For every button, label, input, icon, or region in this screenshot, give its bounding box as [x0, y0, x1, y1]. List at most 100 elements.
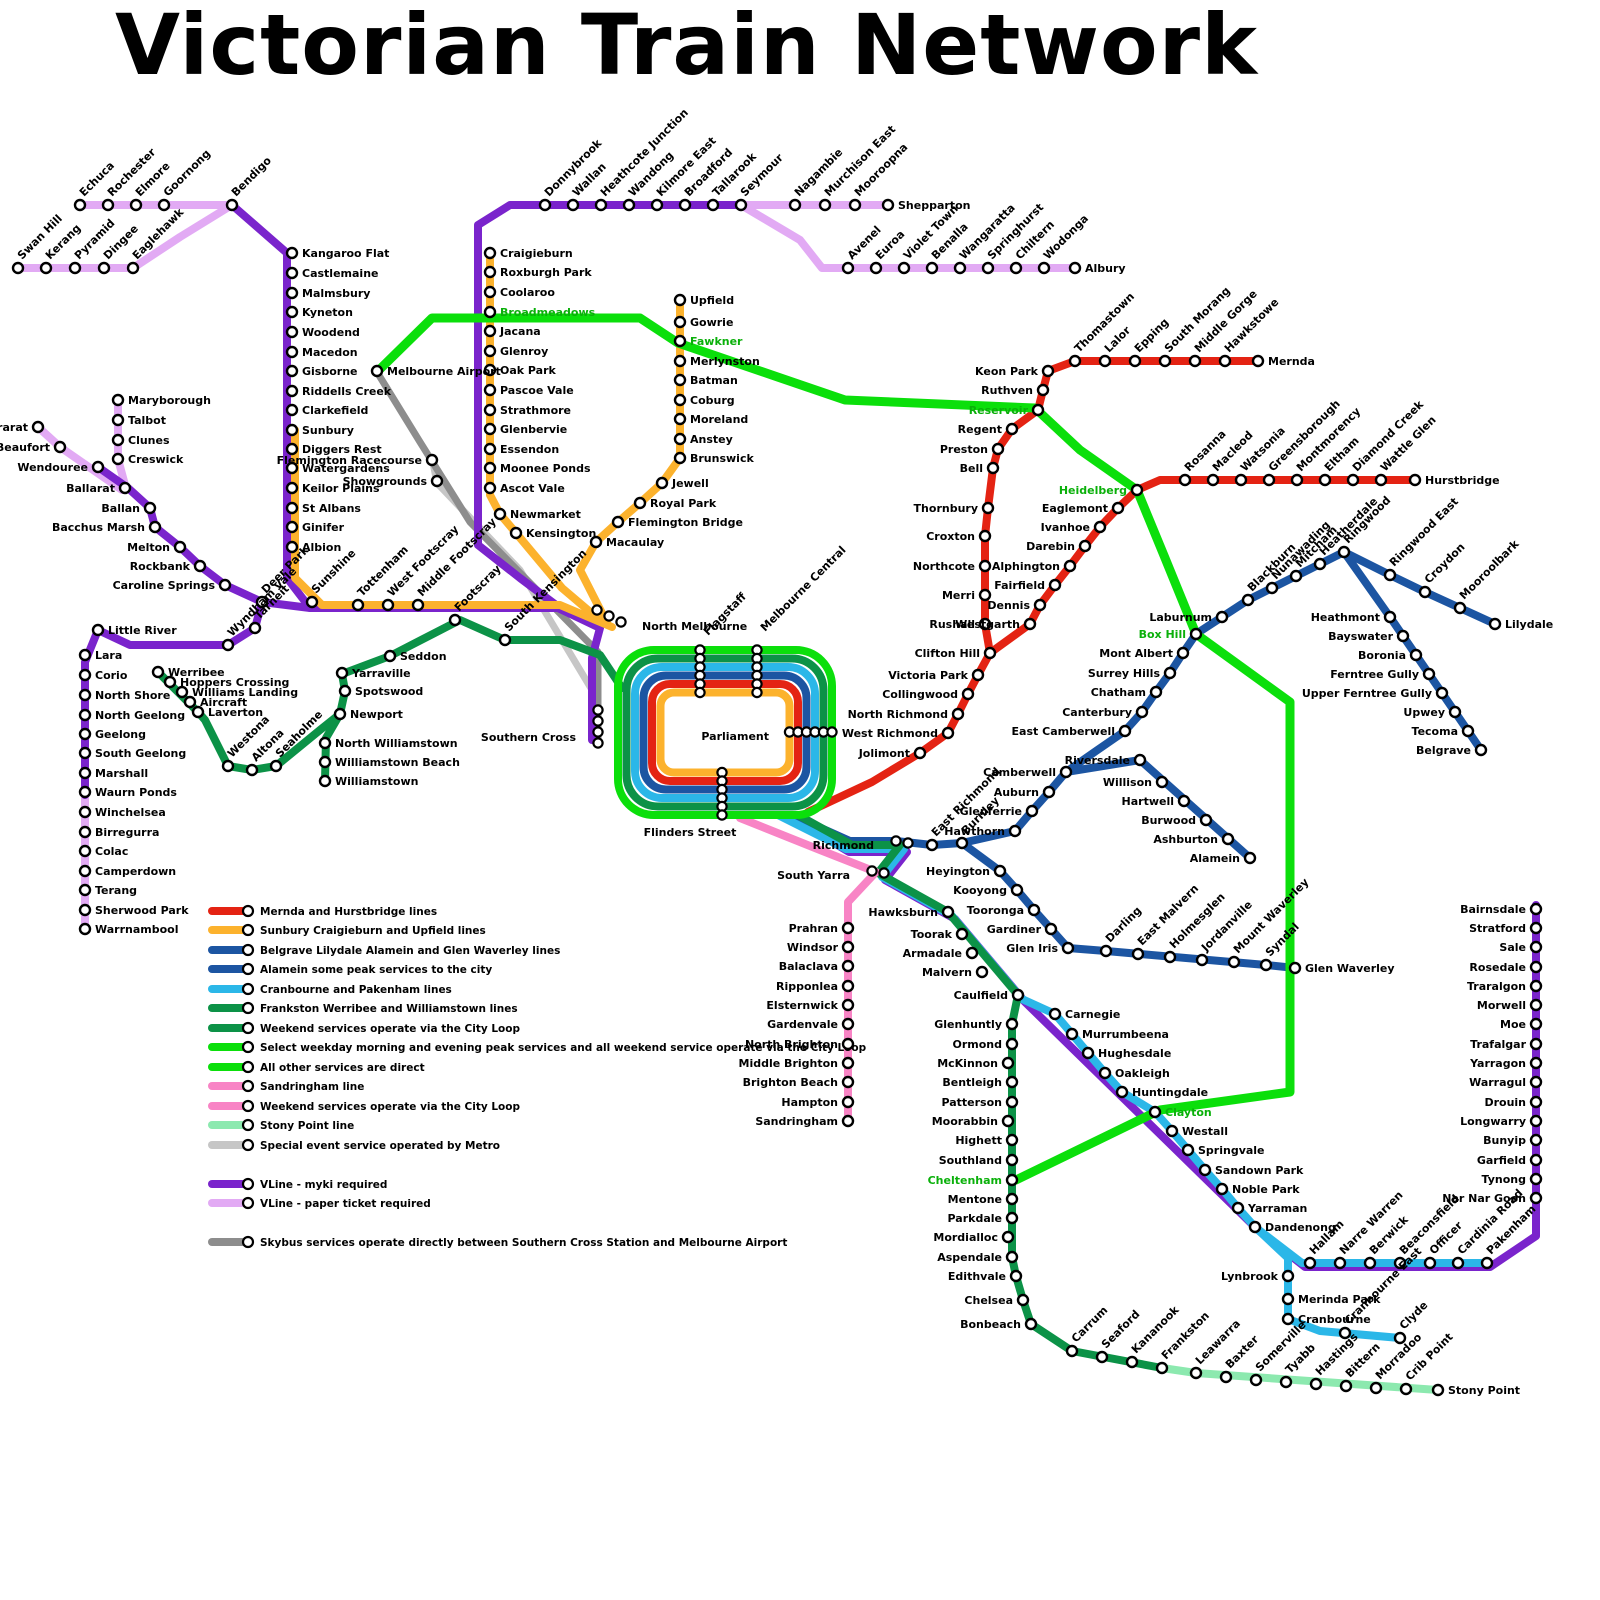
station-dot: [1451, 1256, 1465, 1270]
station-dot: [1037, 261, 1051, 275]
station-dot: [78, 648, 92, 662]
station-label: Merinda Park: [1298, 1293, 1381, 1306]
station-label: Flemington Racecourse: [277, 454, 422, 467]
station-label: Glenbervie: [500, 423, 567, 436]
station-dot: [673, 451, 687, 465]
station-dot: [978, 617, 992, 631]
station-dot: [1177, 794, 1191, 808]
station-dot: [493, 507, 507, 521]
station-dot: [1418, 585, 1432, 599]
legend-label: Stony Point line: [260, 1120, 354, 1132]
station-dot: [118, 481, 132, 495]
legend-station-icon: [241, 904, 255, 918]
station-dot: [1005, 1250, 1019, 1264]
station-dot: [78, 785, 92, 799]
station-dot: [483, 285, 497, 299]
legend-label: Select weekday morning and evening peak …: [260, 1042, 867, 1054]
station-label: Keon Park: [975, 365, 1039, 378]
station-label: Jolimont: [858, 747, 910, 760]
station-dot: [673, 373, 687, 387]
legend-label: VLine - paper ticket required: [260, 1198, 431, 1210]
station-label: North Melbourne: [642, 620, 747, 633]
station-label: Clyde: [1397, 1299, 1430, 1332]
legend-label: Sunbury Craigieburn and Upfield lines: [260, 925, 486, 937]
station-dot: [1288, 961, 1302, 975]
station-dot: [157, 198, 171, 212]
station-dot: [97, 261, 111, 275]
station-label: Burwood: [1141, 814, 1196, 827]
station-dot: [1393, 1331, 1407, 1345]
station-dot: [78, 883, 92, 897]
station-label: North Williamstown: [335, 737, 458, 750]
station-label: Brunswick: [690, 452, 754, 465]
station-label: Longwarry: [1460, 1115, 1526, 1128]
station-dot: [1281, 1269, 1295, 1283]
station-label: Kangaroo Flat: [302, 247, 389, 260]
station-dot: [285, 520, 299, 534]
station-dot: [1435, 686, 1449, 700]
station-dot: [1093, 520, 1107, 534]
station-label: Maryborough: [128, 394, 211, 407]
station-dot: [951, 707, 965, 721]
station-label: Cheltenham: [928, 1174, 1002, 1187]
station-label: Upper Ferntree Gully: [1302, 687, 1432, 700]
station-dot: [1063, 559, 1077, 573]
station-dot: [1008, 824, 1022, 838]
station-label: Shepparton: [898, 199, 970, 212]
station-label: Armadale: [903, 947, 962, 960]
station-dot: [1133, 753, 1147, 767]
station-dot: [1195, 953, 1209, 967]
station-dot: [1251, 354, 1265, 368]
station-label: Upfield: [690, 294, 734, 307]
legend-station-icon: [241, 1099, 255, 1113]
station-dot: [269, 759, 283, 773]
station-dot: [673, 393, 687, 407]
rail-line: [34, 423, 126, 494]
station-label: Clarkefield: [302, 404, 368, 417]
legend-station-icon: [241, 1040, 255, 1054]
station-dot: [1158, 354, 1172, 368]
station-label: Bacchus Marsh: [52, 521, 145, 534]
station-label: Craigieburn: [500, 247, 573, 260]
station-label: Sandringham: [755, 1115, 838, 1128]
station-dot: [430, 474, 444, 488]
station-dot: [611, 515, 625, 529]
legend-station-icon: [241, 982, 255, 996]
station-dot: [841, 261, 855, 275]
station-dot: [183, 695, 197, 709]
legend-station-icon: [241, 1138, 255, 1152]
station-label: Huntingdale: [1132, 1086, 1208, 1099]
station-dot: [1001, 1056, 1015, 1070]
station-label: Noble Park: [1232, 1183, 1300, 1196]
rail-line: [576, 296, 684, 629]
station-dot: [1529, 1075, 1543, 1089]
station-dot: [483, 324, 497, 338]
station-label: Windsor: [787, 941, 839, 954]
station-dot: [622, 198, 636, 212]
station-dot: [285, 403, 299, 417]
legend-label: Alamein some peak services to the city: [260, 964, 492, 976]
station-label: Goornong: [161, 147, 213, 199]
station-label: Merlynston: [690, 355, 760, 368]
station-dot: [841, 959, 855, 973]
station-label: Clunes: [128, 434, 170, 447]
station-label: Glenhuntly: [934, 1018, 1002, 1031]
station-dot: [318, 755, 332, 769]
legend-item: Select weekday morning and evening peak …: [208, 1040, 867, 1054]
station-dot: [1453, 601, 1467, 615]
station-label: Clifton Hill: [915, 647, 980, 660]
station-dot: [1111, 501, 1125, 515]
station-dot: [1048, 578, 1062, 592]
station-label: Woodend: [302, 326, 360, 339]
station-dot: [411, 598, 425, 612]
station-label: Parkdale: [948, 1212, 1002, 1225]
station-label: Kooyong: [953, 884, 1007, 897]
station-dot: [1383, 568, 1397, 582]
station-dot: [383, 649, 397, 663]
station-dot: [285, 501, 299, 515]
station-dot: [1115, 1085, 1129, 1099]
station-label: Geelong: [95, 728, 146, 741]
station-dot: [78, 903, 92, 917]
legend-label: Weekend services operate via the City Lo…: [260, 1023, 520, 1035]
legend-station-icon: [241, 1235, 255, 1249]
